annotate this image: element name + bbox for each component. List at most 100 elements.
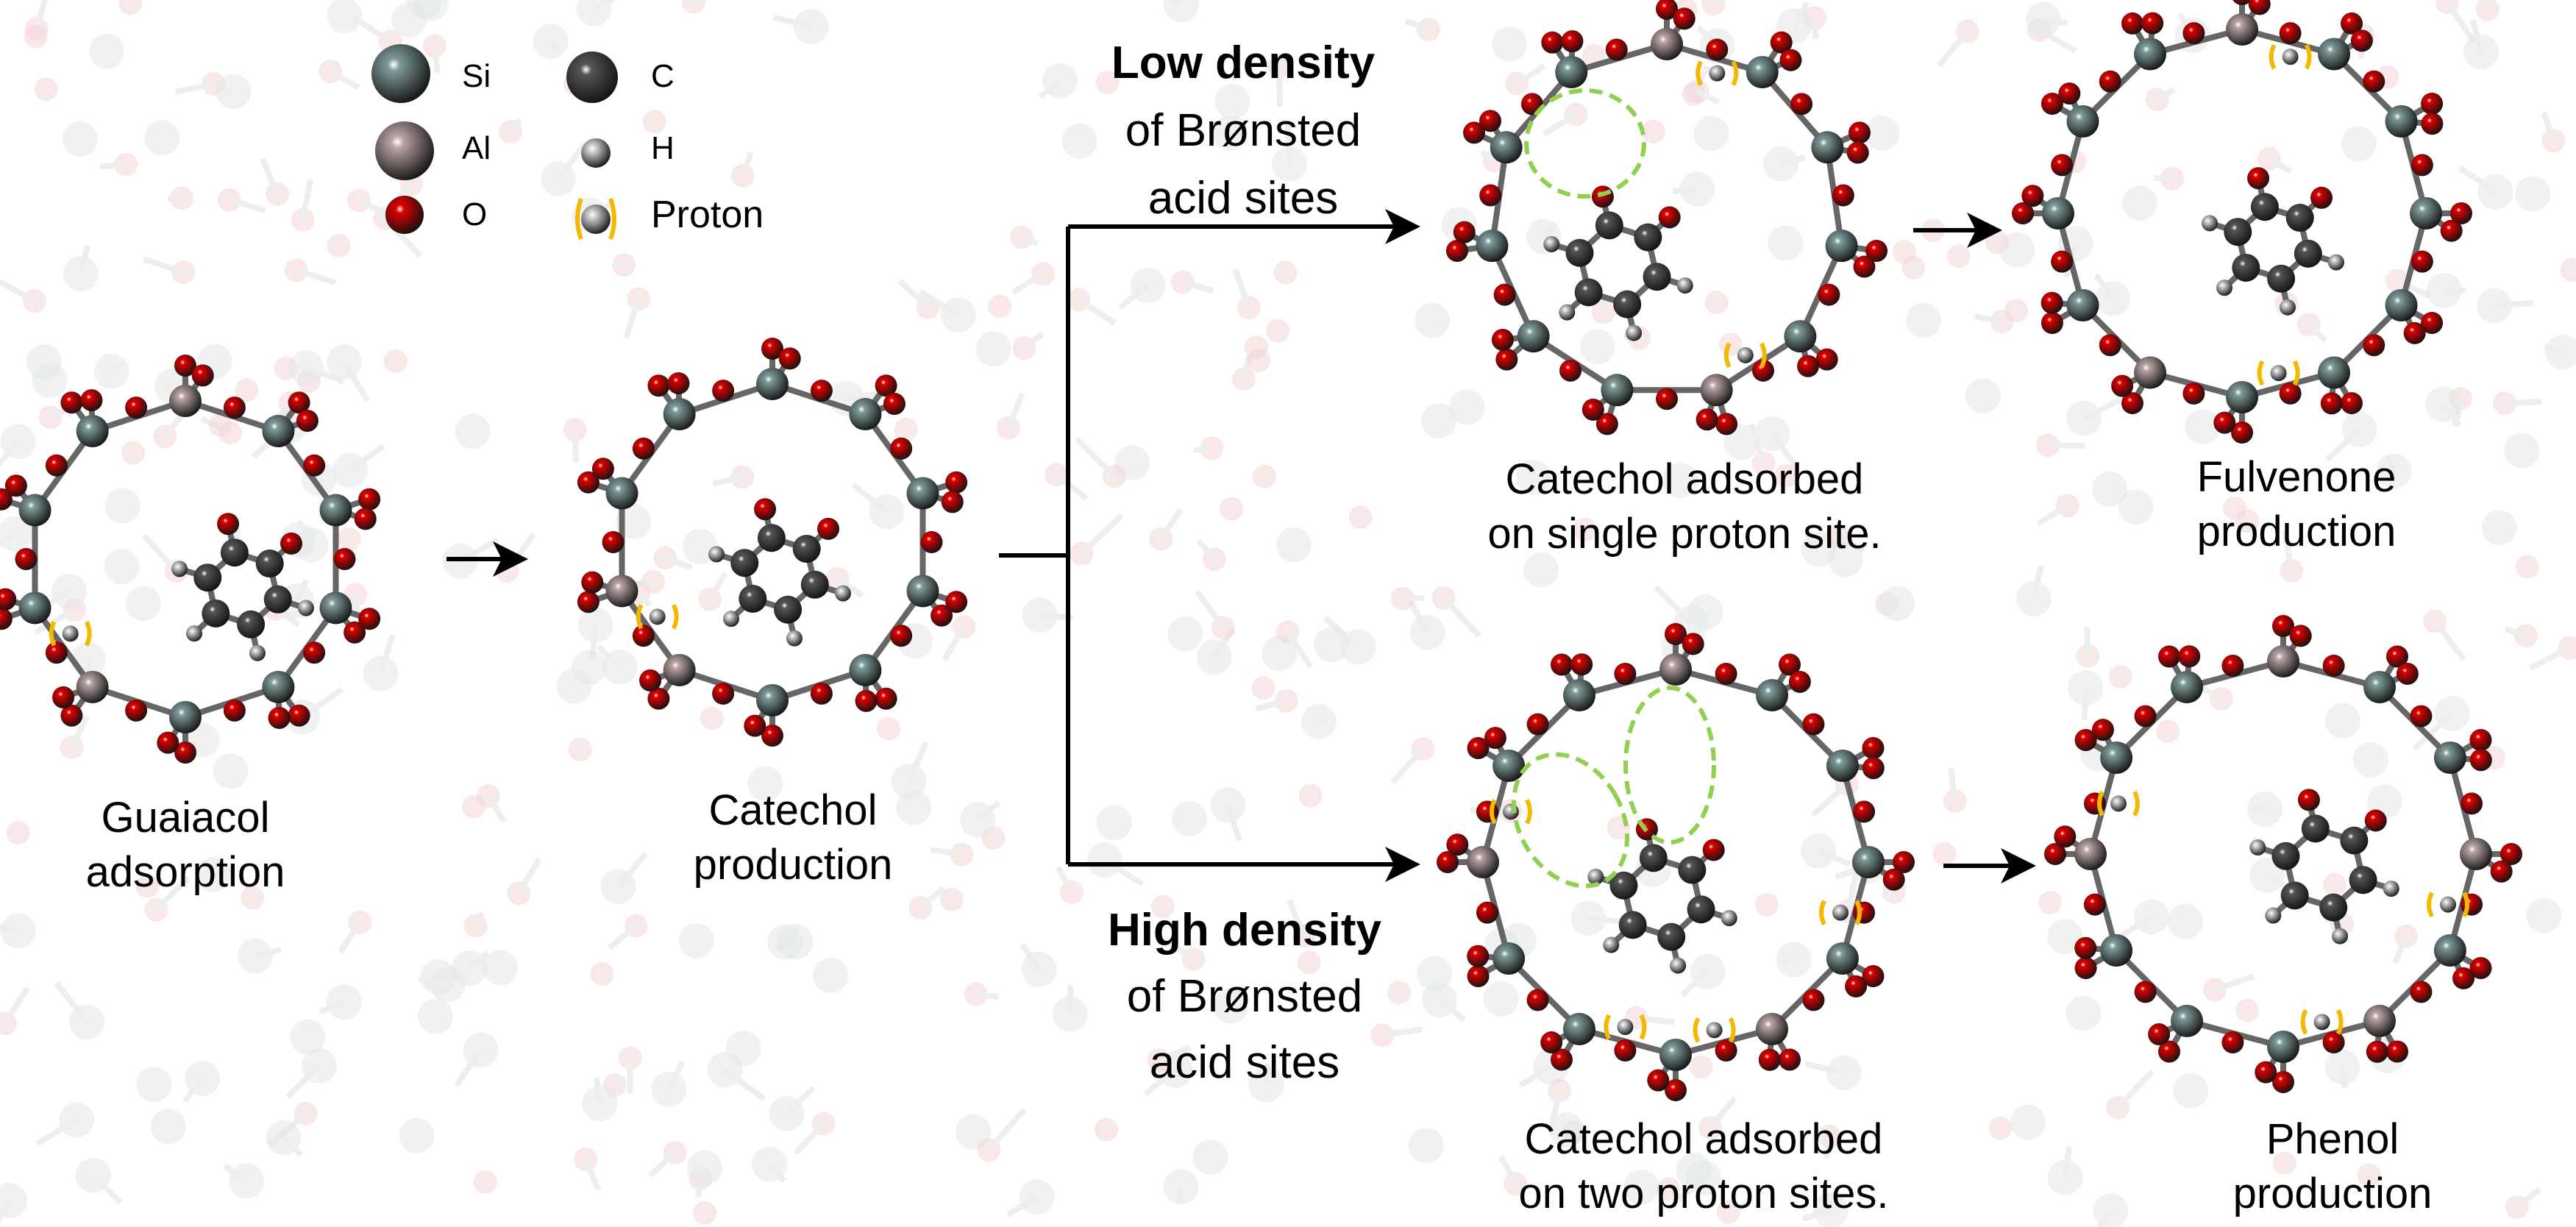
background-bond	[1019, 942, 1042, 972]
background-bond	[772, 14, 812, 29]
terminal-oxygen	[2440, 219, 2463, 242]
background-bond	[793, 1121, 826, 1156]
background-bond	[1164, 0, 1183, 7]
background-bond	[1654, 585, 1693, 625]
hydrogen-atom	[2216, 280, 2232, 296]
hydrogen-atom	[1543, 235, 1560, 252]
si-atom	[2100, 741, 2133, 774]
background-bond	[508, 118, 523, 134]
al-atom	[2267, 645, 2299, 677]
proton-bracket	[1693, 1017, 1736, 1043]
label-fulvenone-production: Fulvenone production	[2197, 450, 2397, 559]
si-atom	[169, 701, 202, 733]
legend-al-ball	[375, 121, 434, 180]
background-atom	[241, 886, 265, 910]
background-bond	[1437, 997, 1467, 1022]
terminal-oxygen	[1779, 49, 1802, 71]
bridging-oxygen	[2279, 382, 2302, 405]
background-atom	[988, 294, 1012, 319]
background-bond	[2093, 273, 2116, 301]
bridging-oxygen	[125, 699, 148, 722]
background-atom	[2504, 433, 2540, 469]
label-phenol-production: Phenol production	[2233, 1112, 2433, 1221]
si-atom	[2100, 934, 2133, 967]
hydroxyl-oxygen	[2297, 789, 2320, 811]
background-bond	[143, 256, 185, 275]
hydrogen-atom	[2327, 254, 2344, 271]
al-atom	[2134, 356, 2166, 389]
background-bond	[0, 1199, 13, 1223]
terminal-oxygen	[1862, 737, 1885, 759]
terminal-oxygen	[2452, 967, 2475, 989]
si-atom	[76, 415, 109, 448]
bridging-oxygen	[45, 641, 68, 664]
si-atom	[319, 494, 352, 527]
background-atom	[725, 1031, 761, 1067]
terminal-oxygen	[1862, 757, 1885, 780]
legend-c-ball	[566, 51, 618, 103]
hydrogen-atom	[249, 644, 266, 661]
terminal-oxygen	[1656, 0, 1678, 20]
hydrogen-atom	[1721, 910, 1737, 927]
terminal-oxygen	[2341, 12, 2363, 35]
zeolite-two-sites	[1437, 623, 1915, 1101]
proton-bracket	[1723, 342, 1767, 369]
si-atom	[2318, 38, 2350, 71]
background-bond	[1006, 392, 1025, 430]
background-atom	[2560, 257, 2576, 282]
background-bond	[1515, 63, 1547, 87]
background-bond	[1158, 1045, 1192, 1063]
background-bond	[555, 142, 588, 181]
background-bond	[2441, 402, 2462, 428]
si-atom	[1555, 56, 1588, 89]
background-bond	[0, 278, 37, 304]
terminal-oxygen	[778, 347, 801, 370]
background-bond	[2444, 0, 2477, 43]
background-atom	[1813, 1192, 1849, 1227]
background-atom	[568, 737, 592, 761]
background-bond	[2432, 619, 2466, 661]
background-bond	[1143, 1067, 1178, 1097]
background-bond	[2084, 627, 2091, 656]
terminal-oxygen	[941, 491, 964, 513]
background-bond	[1408, 600, 1431, 634]
terminal-oxygen	[2421, 113, 2444, 135]
al-atom	[1651, 28, 1683, 60]
terminal-oxygen	[1846, 141, 1869, 164]
background-bond	[1779, 154, 1806, 167]
terminal-oxygen	[855, 689, 878, 712]
background-atom	[1693, 115, 1729, 152]
background-bond	[975, 800, 1001, 822]
si-atom	[2363, 671, 2396, 704]
terminal-oxygen	[2021, 185, 2044, 207]
interaction-highlight	[1511, 752, 1630, 889]
carbon-atom	[2250, 193, 2279, 221]
proton-bracket	[1604, 1014, 1647, 1040]
background-atom	[1701, 0, 1726, 16]
terminal-oxygen	[1561, 30, 1584, 53]
background-bond	[1441, 596, 1481, 639]
hydroxyl-oxygen	[2310, 186, 2333, 209]
legend-h-ball	[581, 138, 611, 168]
bridging-oxygen	[1493, 283, 1516, 306]
background-atom	[1214, 84, 1250, 120]
label-line: acid sites	[1148, 173, 1339, 224]
background-bond	[2385, 455, 2397, 473]
background-bond	[54, 981, 90, 1024]
bridging-oxygen	[1790, 93, 1813, 115]
bridging-oxygen	[2134, 705, 2157, 728]
background-atom	[1679, 171, 1715, 207]
background-bond	[2251, 805, 2266, 814]
si-atom	[319, 591, 352, 625]
si-atom	[2385, 289, 2418, 321]
terminal-oxygen	[2469, 957, 2492, 979]
terminal-oxygen	[1540, 1031, 1563, 1054]
background-atom	[125, 586, 161, 622]
terminal-oxygen	[344, 621, 366, 644]
hydrogen-atom	[2332, 928, 2349, 945]
terminal-oxygen	[2074, 729, 2097, 751]
background-bond	[90, 1173, 123, 1206]
background-atom	[327, 234, 351, 258]
si-atom	[2410, 197, 2442, 230]
bridging-oxygen	[2461, 792, 2483, 815]
